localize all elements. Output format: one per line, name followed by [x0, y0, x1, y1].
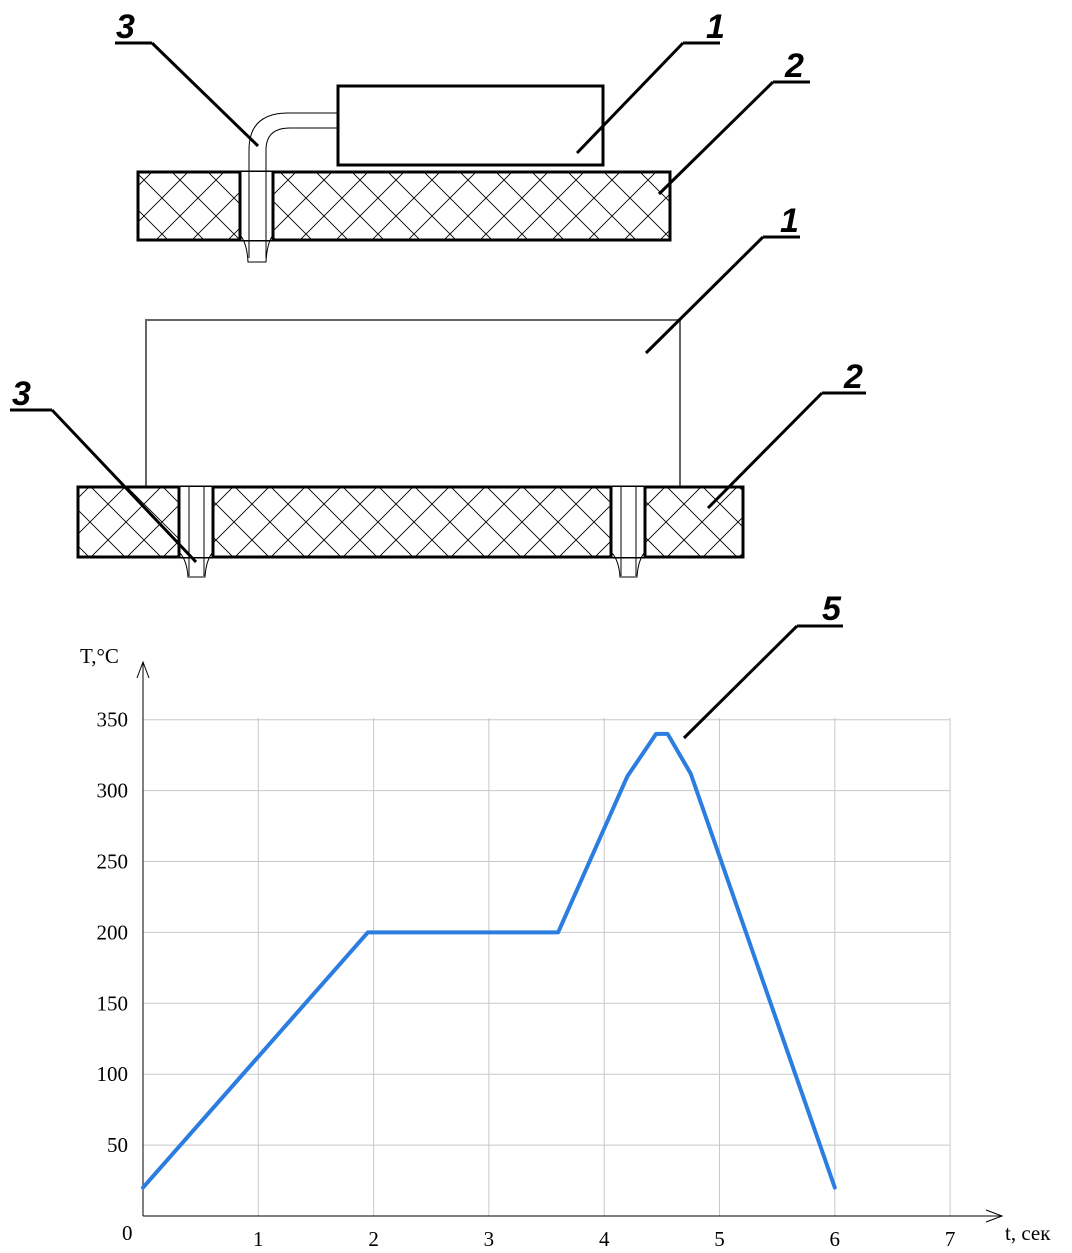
bottom-lead-left [177, 487, 215, 578]
chart-grid [143, 718, 951, 1216]
y-tick-label: 200 [97, 920, 129, 944]
chart-leader-5: 5 [682, 590, 843, 740]
y-axis-arrow-icon [136, 660, 150, 679]
x-tick-label: 1 [253, 1227, 264, 1251]
chart-series [141, 731, 837, 1190]
bottom-assembly: 1 2 3 [10, 202, 866, 578]
bottom-lead-right [609, 487, 647, 578]
bottom-callout-3: 3 [12, 375, 31, 413]
top-component [336, 84, 605, 167]
top-leader-3: 3 [115, 8, 260, 148]
chart-callout-5: 5 [822, 590, 842, 628]
y-tick-label: 150 [97, 991, 129, 1015]
bottom-leader-2: 2 [706, 358, 866, 510]
bottom-component [145, 319, 681, 488]
x-tick-label: 3 [484, 1227, 495, 1251]
x-tick-label: 7 [945, 1227, 956, 1251]
y-tick-label: 300 [97, 779, 129, 803]
temperature-curve-0 [141, 731, 837, 1190]
x-axis-arrow-icon [985, 1209, 1004, 1223]
top-bent-lead [239, 112, 338, 263]
bottom-callout-1: 1 [780, 202, 799, 240]
y-axis-label: T,°C [80, 644, 119, 668]
bottom-leader-3: 3 [10, 375, 198, 564]
x-axis-label: t, сек [1005, 1221, 1051, 1245]
top-callout-1: 1 [706, 8, 725, 46]
y-tick-label: 250 [97, 850, 129, 874]
top-callout-3: 3 [116, 8, 135, 46]
top-callout-2: 2 [784, 47, 804, 85]
x-tick-label: 5 [714, 1227, 725, 1251]
bottom-callout-2: 2 [843, 358, 863, 396]
top-board-via-gap [240, 172, 273, 240]
chart-axes [136, 660, 1004, 1223]
chart-tick-labels: 1 2 3 4 5 6 7 50 100 150 200 250 300 350 [97, 708, 956, 1251]
y-tick-label: 50 [107, 1133, 128, 1157]
top-leader-1: 1 [575, 8, 725, 155]
x-tick-label: 6 [830, 1227, 841, 1251]
top-assembly: 3 1 2 [115, 8, 810, 263]
origin-label: 0 [122, 1221, 133, 1245]
x-tick-label: 2 [368, 1227, 379, 1251]
x-tick-label: 4 [599, 1227, 610, 1251]
top-leader-2: 2 [657, 47, 810, 196]
bottom-leader-1: 1 [644, 202, 800, 355]
top-board [136, 170, 672, 242]
y-tick-label: 100 [97, 1062, 129, 1086]
y-tick-label: 350 [97, 708, 129, 732]
